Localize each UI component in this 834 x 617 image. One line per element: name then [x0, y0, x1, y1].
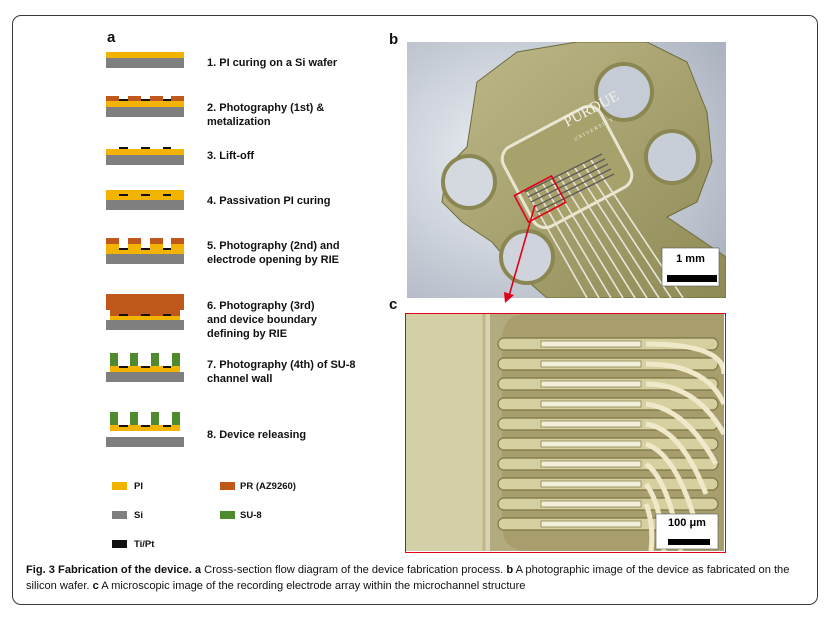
legend-swatch-su8 [220, 511, 235, 519]
step-6-label: 6. Photography (3rd) and device boundary… [207, 300, 318, 340]
step-2-label: 2. Photography (1st) & metalization [207, 102, 325, 128]
legend-swatch-pr [220, 482, 235, 490]
scalebar-b-label: 1 mm [676, 253, 705, 265]
figure-caption: Fig. 3 Fabrication of the device. a Cros… [26, 563, 812, 594]
step-7-label: 7. Photography (4th) of SU-8 channel wal… [207, 359, 356, 385]
si-layer [106, 58, 184, 68]
legend-label-su8: SU-8 [240, 510, 262, 521]
legend-label-si: Si [134, 510, 143, 521]
legend-swatch-si [112, 511, 127, 519]
step-3-label: 3. Lift-off [207, 150, 255, 162]
caption-c-text: A microscopic image of the recording ele… [98, 579, 526, 592]
legend-swatch-tipt [112, 540, 127, 548]
caption-b-label: b [506, 564, 514, 576]
legend-label-tipt: Ti/Pt [134, 539, 155, 550]
caption-b-text: A photographic image of the device as fa… [26, 564, 790, 592]
caption-c-label: c [92, 579, 99, 592]
step-4-label: 4. Passivation PI curing [207, 195, 331, 207]
panel-label-c: c [389, 296, 398, 313]
step-8-label: 8. Device releasing [207, 429, 307, 441]
step-5-label: 5. Photography (2nd) and electrode openi… [207, 240, 340, 266]
caption-fig-label: Fig. 3 Fabrication of the device. [26, 564, 192, 576]
zoom-arrow [504, 204, 536, 303]
device-photo: PURDUE UNIVERSITY 1 mm [407, 41, 727, 299]
legend-label-pi: PI [134, 481, 143, 492]
microscope-image: 100 μm [405, 313, 726, 553]
zoom-region-box [513, 174, 567, 224]
legend-label-pr: PR (AZ9260) [240, 481, 296, 492]
scalebar-c-label: 100 μm [668, 517, 706, 529]
caption-a-text: Cross-section flow diagram of the device… [201, 564, 507, 576]
legend-swatch-pi [112, 482, 127, 490]
caption-a-label: a [194, 564, 202, 576]
panel-label-a: a [107, 29, 116, 46]
pi-layer [106, 52, 184, 58]
panel-label-b: b [389, 31, 399, 48]
step-1-label: 1. PI curing on a Si wafer [207, 57, 338, 69]
